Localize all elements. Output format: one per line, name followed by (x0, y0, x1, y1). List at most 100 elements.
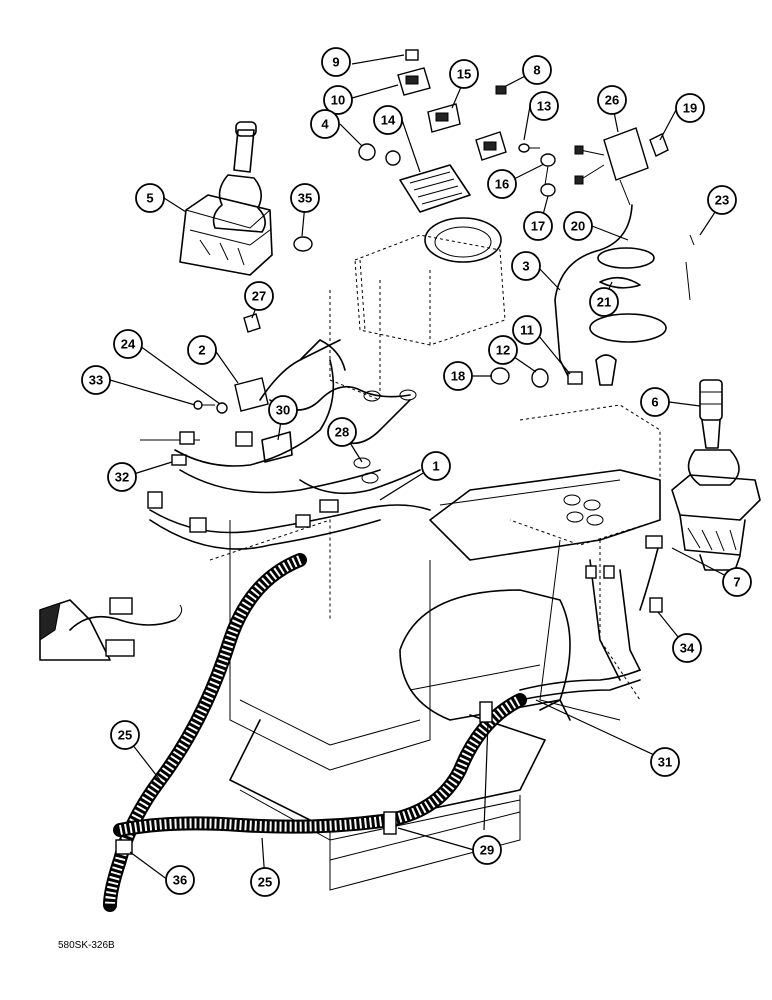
callout-10: 10 (323, 85, 353, 115)
callout-20: 20 (563, 211, 593, 241)
callout-2: 2 (187, 335, 217, 365)
svg-text:35: 35 (298, 191, 312, 206)
callout-15: 15 (449, 59, 479, 89)
washer-24 (216, 402, 228, 414)
inset-detail (39, 597, 183, 661)
switch-cap-9 (405, 49, 419, 61)
callout-7: 7 (722, 567, 752, 597)
callout-17: 17 (523, 211, 553, 241)
relay-2 (234, 377, 269, 412)
callout-12: 12 (488, 335, 518, 365)
svg-text:29: 29 (480, 843, 494, 858)
callout-29: 29 (472, 835, 502, 865)
callout-33: 33 (81, 365, 111, 395)
svg-text:20: 20 (571, 219, 585, 234)
clamp-29 (383, 701, 493, 835)
svg-text:8: 8 (533, 63, 540, 78)
grommet-11 (567, 354, 617, 386)
svg-text:14: 14 (381, 113, 396, 128)
connector-32 (140, 431, 200, 466)
rocker-switch-10 (397, 67, 431, 96)
svg-text:16: 16 (495, 177, 509, 192)
callout-28: 28 (327, 417, 357, 447)
callout-30: 30 (268, 395, 298, 425)
switch-plate-14 (399, 164, 471, 213)
svg-text:4: 4 (321, 117, 329, 132)
lower-harness-branch (519, 535, 663, 721)
svg-text:3: 3 (522, 259, 529, 274)
svg-text:2: 2 (198, 343, 205, 358)
svg-text:5: 5 (146, 191, 153, 206)
svg-text:21: 21 (597, 295, 611, 310)
svg-text:1: 1 (432, 459, 439, 474)
callout-3: 3 (511, 251, 541, 281)
callout-4: 4 (310, 109, 340, 139)
svg-text:23: 23 (715, 193, 729, 208)
plug-35 (293, 236, 313, 252)
callout-26: 26 (597, 85, 627, 115)
callout-27: 27 (244, 281, 274, 311)
callout-13: 13 (529, 91, 559, 121)
callout-21: 21 (589, 287, 619, 317)
knob-18 (490, 367, 510, 385)
svg-text:26: 26 (605, 93, 619, 108)
callout-1: 1 (421, 451, 451, 481)
svg-text:6: 6 (651, 395, 658, 410)
callout-14: 14 (373, 105, 403, 135)
svg-text:9: 9 (332, 55, 339, 70)
callout-25-lower: 25 (250, 867, 280, 897)
callout-6: 6 (640, 387, 670, 417)
callout-18: 18 (443, 361, 473, 391)
svg-text:32: 32 (115, 470, 129, 485)
svg-text:25: 25 (118, 728, 132, 743)
conduit-25 (103, 553, 527, 912)
right-joystick (671, 379, 761, 571)
svg-text:17: 17 (531, 219, 545, 234)
washers (563, 494, 604, 526)
callout-8: 8 (522, 55, 552, 85)
lamp-16 (540, 153, 556, 186)
callout-9: 9 (321, 47, 351, 77)
callout-31: 31 (650, 747, 680, 777)
relay-module-26 (574, 127, 649, 206)
svg-text:11: 11 (520, 323, 534, 338)
lamp-17 (540, 183, 556, 197)
svg-text:36: 36 (173, 873, 187, 888)
svg-text:33: 33 (89, 373, 103, 388)
decal-19 (649, 133, 669, 157)
callout-36: 36 (165, 865, 195, 895)
callout-23: 23 (707, 185, 737, 215)
svg-text:13: 13 (537, 99, 551, 114)
callout-24: 24 (113, 329, 143, 359)
cable-assembly-20 (554, 204, 695, 381)
callout-11: 11 (512, 315, 542, 345)
svg-text:24: 24 (121, 337, 136, 352)
svg-text:7: 7 (733, 575, 740, 590)
callout-16: 16 (487, 169, 517, 199)
callout-32: 32 (107, 462, 137, 492)
bracket-30 (261, 431, 293, 463)
bolt-13 (518, 143, 540, 153)
svg-text:34: 34 (680, 641, 695, 656)
switch-13 (475, 131, 507, 161)
rocker-switch-15 (427, 103, 461, 133)
callout-25-upper: 25 (110, 720, 140, 750)
connector-27 (243, 313, 261, 333)
switch-cap-8 (495, 85, 507, 95)
svg-text:31: 31 (658, 755, 672, 770)
reference-code: 580SK-326B (58, 940, 115, 951)
svg-text:25: 25 (258, 875, 272, 890)
callout-34: 34 (672, 633, 702, 663)
svg-text:27: 27 (252, 289, 266, 304)
svg-text:15: 15 (457, 67, 471, 82)
right-console-housing (429, 404, 661, 721)
callout-5: 5 (135, 183, 165, 213)
svg-text:30: 30 (276, 403, 290, 418)
left-joystick (179, 121, 273, 276)
bolt-33 (193, 400, 215, 410)
indicator-lamp-4 (358, 143, 401, 166)
svg-text:19: 19 (683, 101, 697, 116)
callout-35: 35 (290, 183, 320, 213)
svg-text:12: 12 (496, 343, 510, 358)
